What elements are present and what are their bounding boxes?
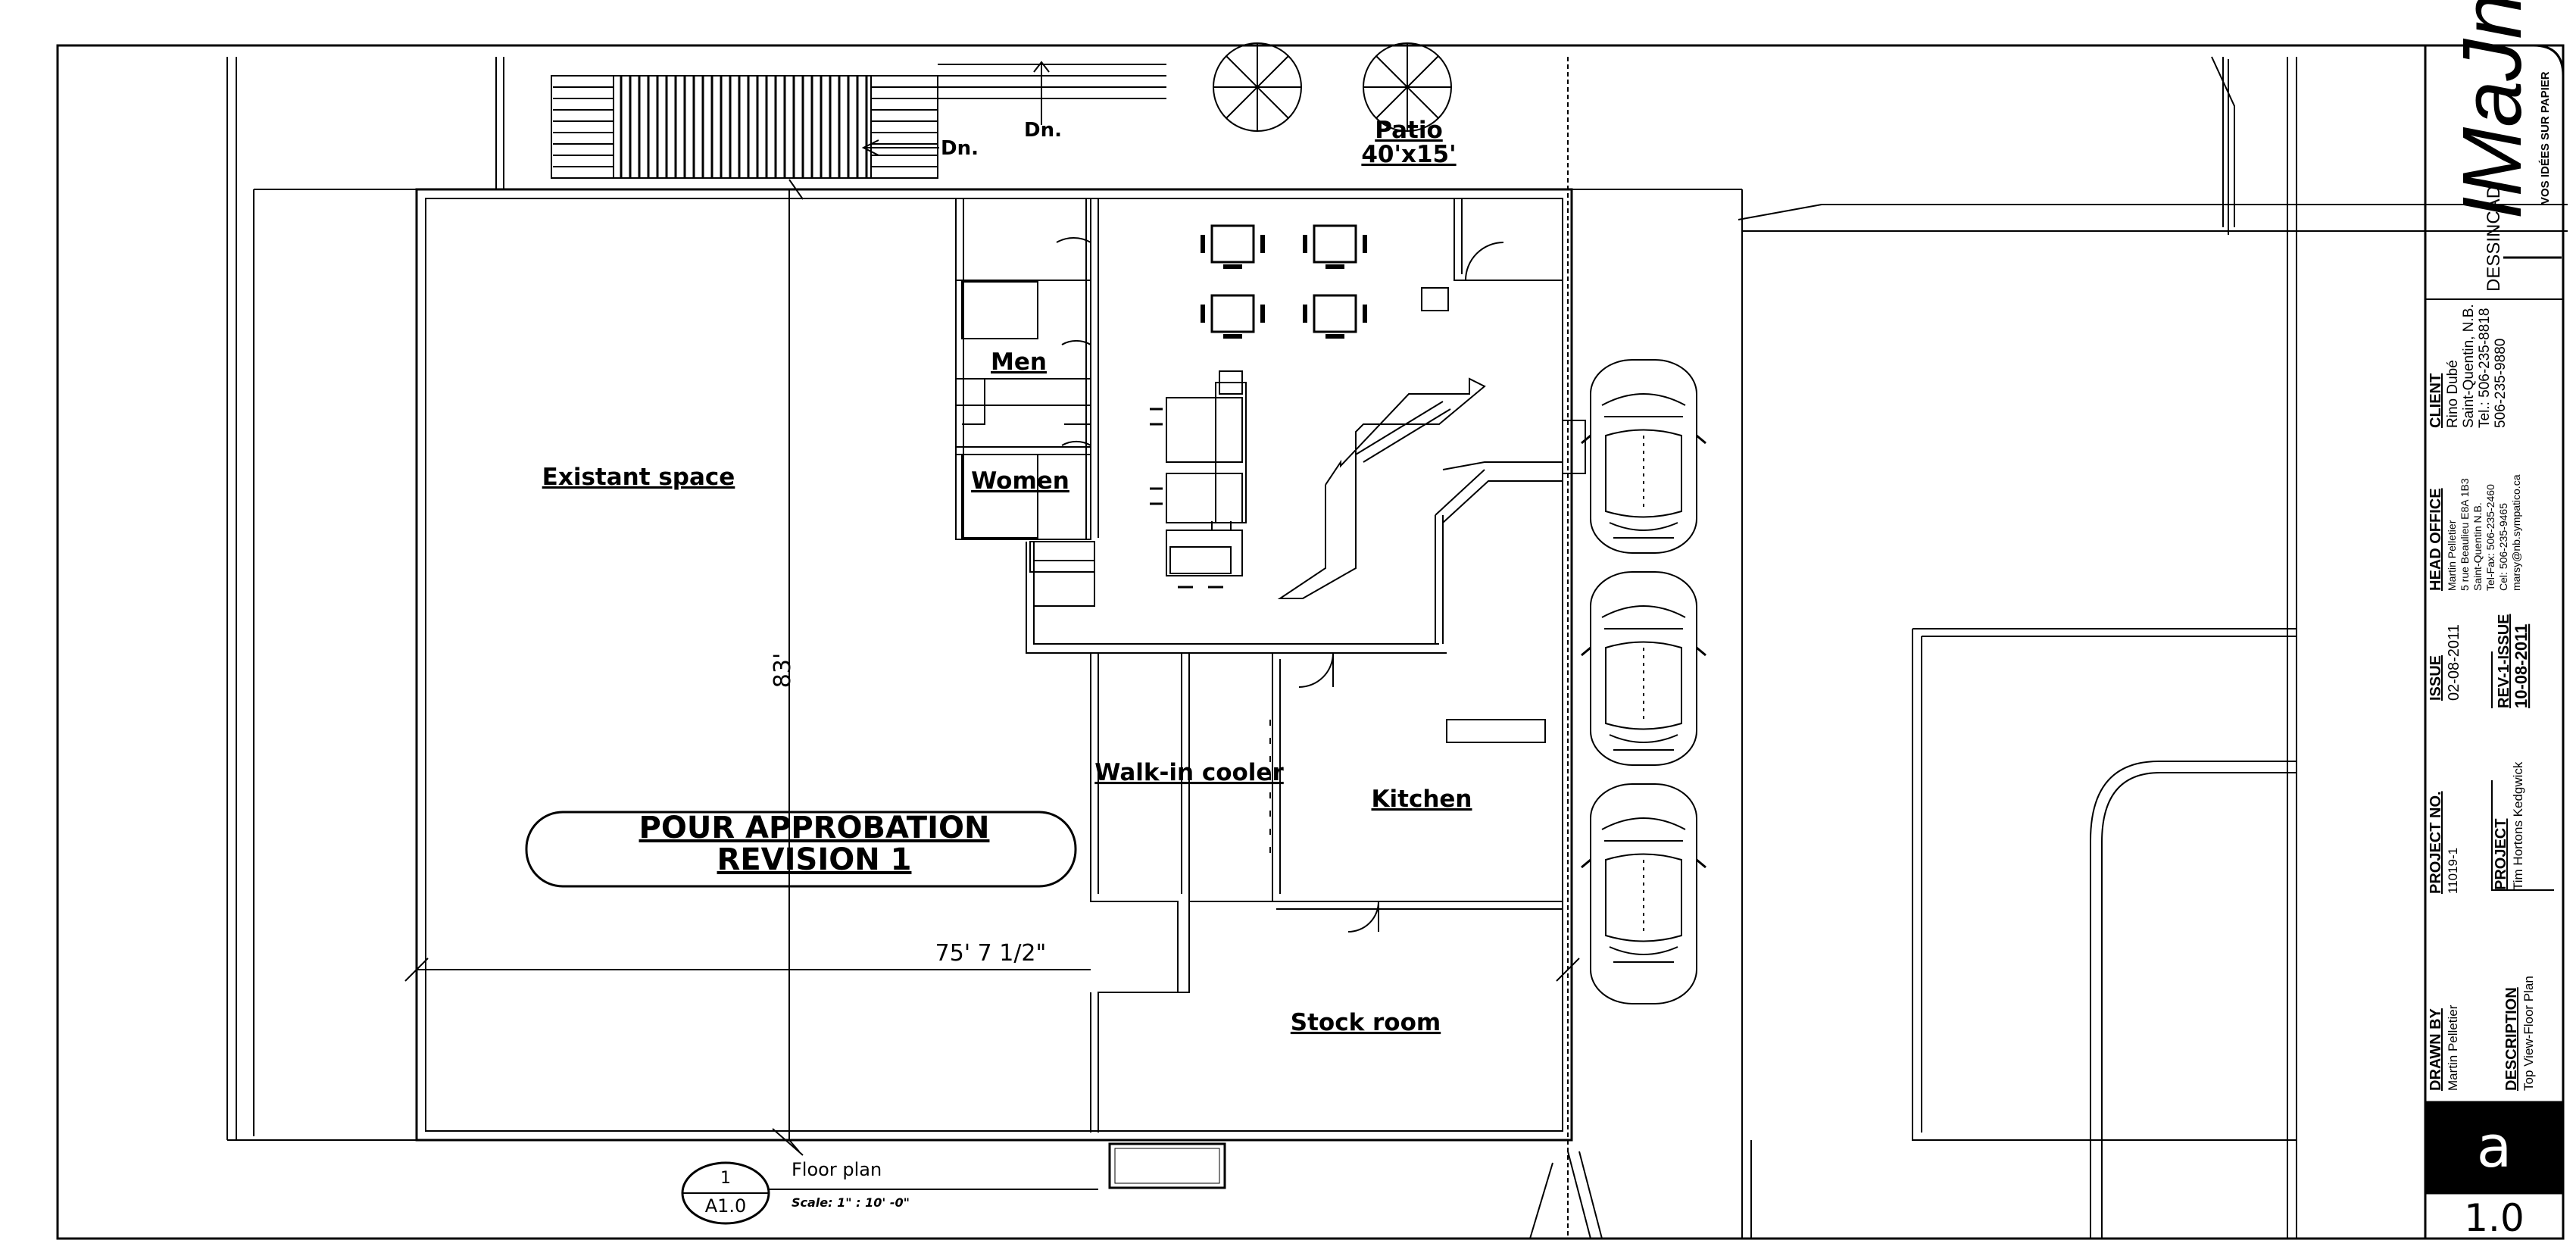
drawn-by-heading: DRAWN BY — [2428, 1008, 2444, 1091]
exterior-stairs — [551, 61, 1166, 179]
building-walls — [415, 188, 1586, 1142]
approval-stamp-line1: POUR APPROBATION — [639, 811, 990, 845]
dining-tables — [1201, 224, 1367, 339]
revision-letter: a — [2477, 1113, 2512, 1180]
site-context — [226, 56, 2568, 1239]
room-label-stock-room: Stock room — [1291, 1009, 1441, 1036]
entrance-mat — [1108, 1142, 1226, 1189]
detail-sheet: A1.0 — [705, 1195, 747, 1217]
head-office-heading: HEAD OFFICE — [2428, 488, 2444, 591]
head-office-line: marsy@nb.sympatico.ca — [2510, 474, 2522, 591]
description-heading: DESCRIPTION — [2503, 987, 2520, 1091]
car-icon — [1581, 359, 1706, 554]
dimension-lines — [404, 179, 1580, 1156]
room-label-kitchen: Kitchen — [1371, 786, 1472, 813]
approval-stamp-line2: REVISION 1 — [717, 842, 912, 877]
client-line: Saint-Quentin, N.B. — [2461, 304, 2477, 428]
revision-heading: REV-1-ISSUE — [2496, 614, 2512, 708]
sheet-number: 1.0 — [2464, 1196, 2524, 1240]
issue-date: 02-08-2011 — [2446, 624, 2462, 701]
room-label-existant-space: Existant space — [542, 464, 735, 491]
client-line: Rino Dubé — [2445, 360, 2461, 428]
stair-down-label-2: Dn. — [1024, 119, 1062, 142]
project-heading: PROJECT — [2493, 819, 2509, 890]
title-block: DESSINCAD IMaJne VOS IDÉES SUR PAPIER CL… — [2424, 0, 2565, 1240]
detail-marker: 1 A1.0 Floor plan Scale: 1" : 10' -0" — [681, 1159, 1098, 1225]
head-office-line: Saint-Quentin N.B. — [2471, 502, 2484, 591]
drawn-by-value: Martin Pelletier — [2446, 1004, 2460, 1091]
description-value: Top View-Floor Plan — [2521, 976, 2536, 1091]
issue-heading: ISSUE — [2428, 655, 2444, 701]
approval-stamp — [525, 811, 1077, 888]
head-office-line: 5 rue Beaulieu E8A 1B3 — [2459, 478, 2471, 591]
client-heading: CLIENT — [2428, 373, 2444, 428]
detail-scale: Scale: 1" : 10' -0" — [792, 1195, 910, 1210]
car-icon — [1581, 783, 1706, 1004]
sheet-border — [56, 44, 2565, 1240]
room-label-men: Men — [991, 348, 1047, 376]
width-dimension: 75' 7 1/2" — [935, 940, 1047, 967]
detail-number: 1 — [720, 1169, 731, 1188]
project-no-value: 11019-1 — [2446, 848, 2460, 894]
parked-cars — [1581, 359, 1706, 1004]
brand-prefix: DESSINCAD — [2484, 186, 2504, 292]
detail-title: Floor plan — [792, 1159, 882, 1180]
room-label-walk-in-cooler: Walk-in cooler — [1094, 759, 1284, 786]
project-no-heading: PROJECT NO. — [2428, 791, 2444, 894]
brand-tagline: VOS IDÉES SUR PAPIER — [2539, 71, 2552, 205]
depth-dimension: 83' — [770, 653, 796, 688]
head-office-line: Tel-Fax: 506-235-2460 — [2484, 484, 2496, 591]
brand-name: IMaJne — [2446, 0, 2539, 220]
head-office-line: Cel: 506-235-9465 — [2497, 503, 2509, 591]
room-label-women: Women — [971, 467, 1069, 495]
patio-umbrella-icon — [1213, 42, 1452, 132]
patio-size-label: 40'x15' — [1361, 141, 1456, 168]
stair-down-label-1: Dn. — [941, 137, 979, 160]
client-line: Tel.: 506-235-8818 — [2477, 308, 2493, 428]
head-office-line: Martin Pelletier — [2446, 520, 2458, 591]
patio-label: Patio — [1375, 117, 1443, 144]
client-line: 506-235-9880 — [2493, 339, 2509, 428]
project-value: Tim Hortons Kedgwick — [2511, 761, 2525, 890]
revision-date: 10-08-2011 — [2512, 624, 2531, 708]
car-icon — [1581, 571, 1706, 766]
